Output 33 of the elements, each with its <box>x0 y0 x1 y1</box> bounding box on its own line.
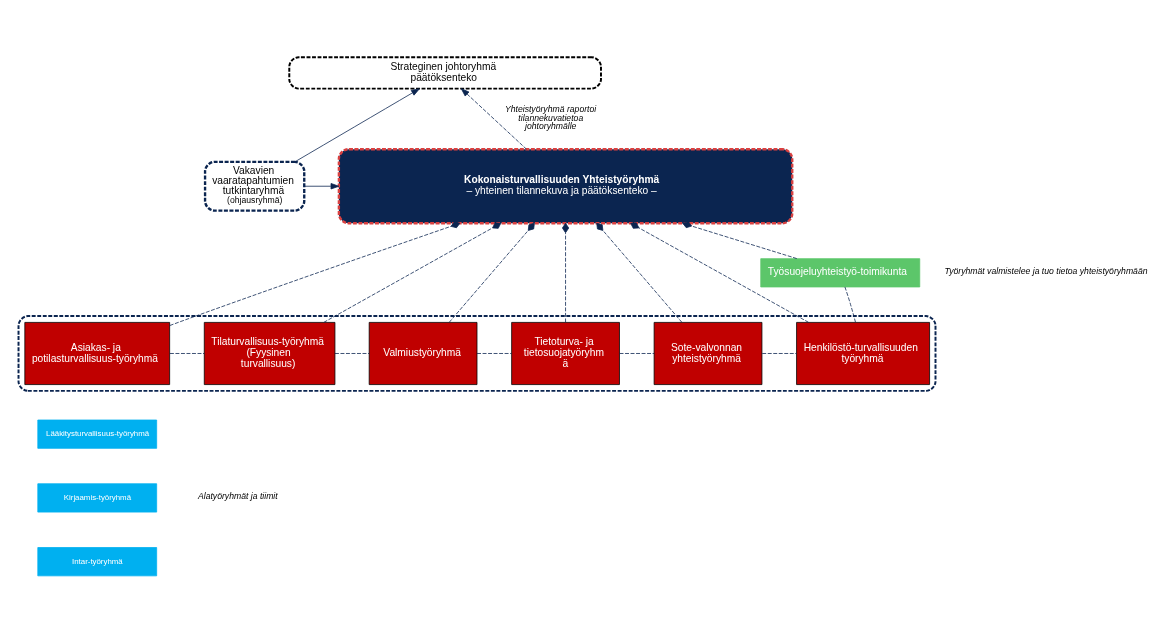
node-box: Intar-työryhmä <box>37 546 158 576</box>
label: Työryhmät valmistelee ja tuo tietoa yhteistyöryhmään <box>944 265 1148 276</box>
connector <box>844 286 856 323</box>
connector <box>334 352 370 354</box>
node-box: Vakavien vaaratapahtumien tutkintaryhmä (ohjausryhmä) <box>203 160 306 212</box>
label: Alatyöryhmät ja tiimit <box>197 490 278 501</box>
cluster <box>17 314 937 392</box>
connector <box>682 220 798 259</box>
node-box: Tilaturvallisuus-työryhmä (Fyysinen turvallisuus) <box>203 321 336 385</box>
connector <box>619 352 655 354</box>
connector <box>448 222 535 323</box>
edge-label: Yhteistyöryhmä raportoi tilannekuvatietoa johtoryhmälle <box>504 103 597 131</box>
connector <box>169 220 461 326</box>
connector <box>630 221 809 323</box>
connector <box>169 352 205 354</box>
node-box: Kirjaamis-työryhmä <box>37 482 158 512</box>
node-box: Lääkitysturvallisuus-työryhmä <box>37 419 158 449</box>
node-box: Työsuojeluyhteistyö-toimikunta <box>760 257 921 287</box>
node-box: Tietoturva- ja tietosuojatyöryhm ä <box>511 321 620 385</box>
node-box: Kokonaisturvallisuuden Yhteistyöryhmä – yhteinen tilannekuva ja päätöksenteko – <box>337 147 794 224</box>
node-box: Asiakas- ja potilasturvallisuus-työryhmä <box>24 321 171 385</box>
connector <box>596 222 683 323</box>
arrow <box>294 87 420 162</box>
connector <box>476 352 513 354</box>
arrow <box>304 182 340 189</box>
arrow <box>460 87 527 150</box>
node-box: Strateginen johtoryhmä päätöksenteko <box>288 55 602 90</box>
connector <box>562 222 570 323</box>
connector <box>323 221 502 323</box>
node-box: Sote-valvonnan yhteistyöryhmä <box>653 321 763 385</box>
node-box: Valmiustyöryhmä <box>368 321 478 385</box>
connector <box>761 352 797 354</box>
node-box: Henkilöstö-turvallisuuden työryhmä <box>796 321 930 385</box>
